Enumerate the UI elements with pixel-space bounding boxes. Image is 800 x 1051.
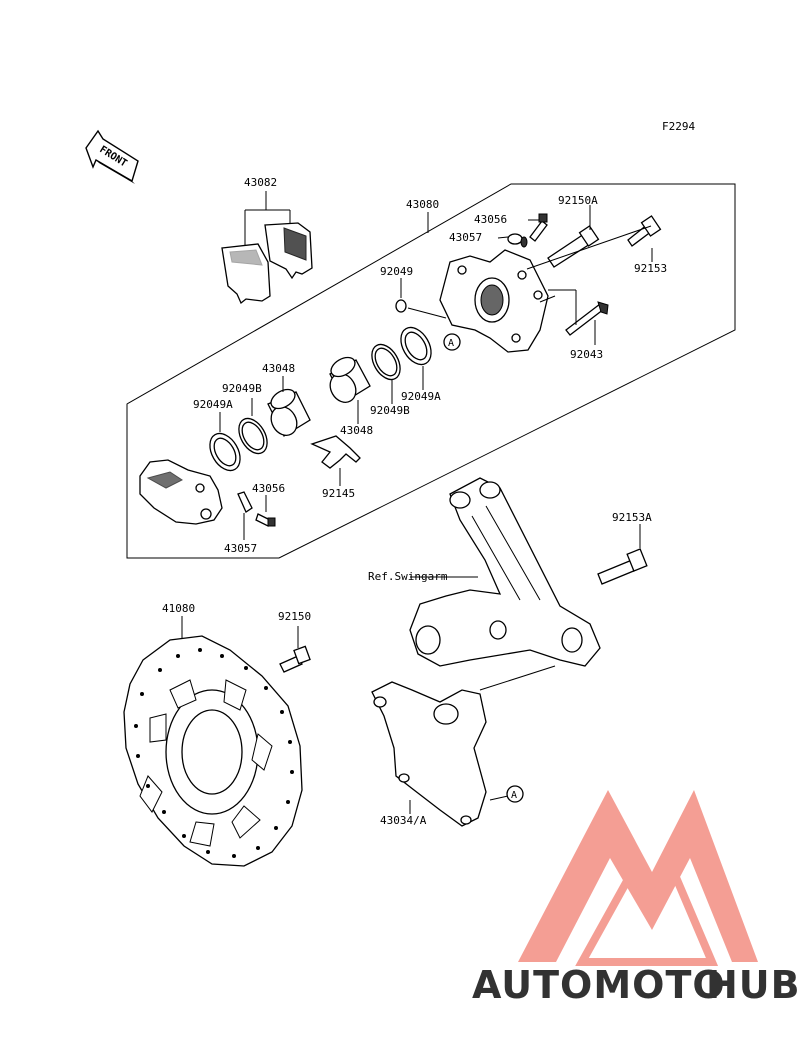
label-92150a: 92150A bbox=[558, 194, 598, 207]
automotohub-logo: AUTOMOTO HUB bbox=[472, 790, 800, 1007]
label-43048-upper: 43048 bbox=[262, 362, 295, 375]
label-92049: 92049 bbox=[380, 265, 413, 278]
label-92049a-right: 92049A bbox=[401, 390, 441, 403]
label-92145: 92145 bbox=[322, 487, 355, 500]
label-92049b-right: 92049B bbox=[370, 404, 410, 417]
watermark-suffix: HUB bbox=[706, 963, 800, 1007]
label-92153: 92153 bbox=[634, 262, 667, 275]
bleeder-valve-top bbox=[529, 213, 548, 242]
spring-92145 bbox=[310, 435, 361, 469]
seal-92049b-left bbox=[238, 417, 268, 455]
swingarm bbox=[409, 477, 601, 667]
bolt-92150 bbox=[279, 645, 311, 673]
caliper-assembly-outline bbox=[126, 183, 736, 559]
seal-92049a-right bbox=[400, 326, 432, 366]
svg-text:A: A bbox=[448, 338, 454, 349]
brake-pad-front bbox=[264, 222, 313, 280]
svg-text:A: A bbox=[511, 790, 517, 801]
piston-43048-left bbox=[267, 388, 311, 437]
marker-a-bottom: A bbox=[506, 785, 524, 803]
label-92150: 92150 bbox=[278, 610, 311, 623]
label-43080: 43080 bbox=[406, 198, 439, 211]
label-92043: 92043 bbox=[570, 348, 603, 361]
seal-92049a-left bbox=[209, 432, 241, 472]
bleeder-cap-bottom bbox=[237, 491, 253, 513]
caliper-body-lower bbox=[139, 459, 223, 525]
brake-disc bbox=[123, 635, 303, 867]
front-arrow-icon: FRONT bbox=[85, 129, 139, 184]
label-43057-top: 43057 bbox=[449, 231, 482, 244]
piston-43048-right bbox=[329, 356, 371, 403]
label-92049a-left: 92049A bbox=[193, 398, 233, 411]
label-43056-bottom: 43056 bbox=[252, 482, 285, 495]
label-43057-bottom: 43057 bbox=[224, 542, 257, 555]
caliper-body-upper bbox=[439, 249, 549, 353]
marker-a-top: A bbox=[443, 333, 461, 351]
brake-pad-rear bbox=[221, 243, 271, 305]
bolt-92153a bbox=[597, 548, 648, 585]
label-92049b-left: 92049B bbox=[222, 382, 262, 395]
bleeder-cap-top bbox=[507, 233, 528, 248]
label-43034a: 43034/A bbox=[380, 814, 427, 827]
bolt-92150a bbox=[547, 225, 600, 268]
washer-92049 bbox=[395, 299, 407, 313]
figure-id: F2294 bbox=[662, 120, 695, 133]
label-41080: 41080 bbox=[162, 602, 195, 615]
label-43056-top: 43056 bbox=[474, 213, 507, 226]
label-ref-swingarm: Ref.Swingarm bbox=[368, 570, 448, 583]
label-43048-lower: 43048 bbox=[340, 424, 373, 437]
pin-92043 bbox=[565, 301, 609, 336]
seal-92049b-right bbox=[371, 343, 401, 381]
label-92153a: 92153A bbox=[612, 511, 652, 524]
bleeder-valve-bottom bbox=[255, 513, 276, 527]
bolt-92153 bbox=[627, 215, 662, 247]
watermark-prefix: AUTOMOTO bbox=[472, 963, 726, 1007]
caliper-bracket bbox=[371, 681, 487, 827]
label-43082: 43082 bbox=[244, 176, 277, 189]
